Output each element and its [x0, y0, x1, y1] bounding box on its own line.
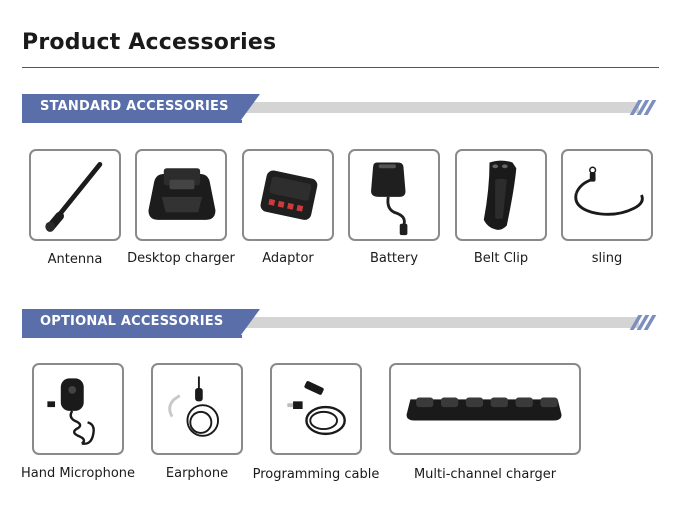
battery-label: Battery — [369, 251, 419, 266]
usb-cable-icon — [287, 381, 346, 436]
hand-microphone-label: Hand Microphone — [20, 466, 136, 481]
antenna-card[interactable] — [29, 149, 121, 241]
banner-bar — [232, 317, 639, 328]
banner-bar — [232, 102, 639, 113]
belt-clip-icon — [483, 160, 517, 230]
standard-accessories-banner: STANDARD ACCESSORIES — [22, 94, 659, 124]
hand-microphone-card[interactable] — [32, 363, 124, 455]
banner-tab-edge — [22, 335, 242, 338]
sling-card[interactable] — [561, 149, 653, 241]
battery-pack-icon — [260, 170, 318, 220]
standard-accessories-heading: STANDARD ACCESSORIES — [40, 99, 229, 114]
battery-card[interactable] — [348, 149, 440, 241]
optional-accessories-banner: OPTIONAL ACCESSORIES — [22, 309, 659, 339]
desktop-charger-icon — [148, 168, 216, 220]
antenna-icon — [45, 162, 103, 232]
programming-cable-label: Programming cable — [252, 467, 380, 482]
adaptor-label: Adaptor — [262, 251, 314, 266]
banner-tab — [22, 94, 260, 120]
earphone-card[interactable] — [151, 363, 243, 455]
banner-tab — [22, 309, 260, 335]
desktop-charger-card[interactable] — [135, 149, 227, 241]
optional-accessories-heading: OPTIONAL ACCESSORIES — [40, 314, 224, 329]
title-divider — [22, 67, 659, 68]
lanyard-icon — [574, 166, 644, 216]
banner-tab-edge — [22, 120, 242, 123]
belt-clip-label: Belt Clip — [473, 251, 529, 266]
page-title: Product Accessories — [22, 30, 277, 55]
multi-channel-charger-label: Multi-channel charger — [413, 467, 557, 482]
earphone-icon — [168, 376, 219, 437]
desktop-charger-label: Desktop charger — [127, 251, 235, 266]
belt-clip-card[interactable] — [455, 149, 547, 241]
earphone-label: Earphone — [165, 466, 229, 481]
sling-label: sling — [591, 251, 623, 266]
multi-channel-charger-card[interactable] — [389, 363, 581, 455]
hand-microphone-icon — [47, 378, 95, 445]
adaptor-card[interactable] — [242, 149, 334, 241]
power-adapter-icon — [371, 162, 408, 236]
multi-charger-icon — [406, 397, 562, 421]
antenna-label: Antenna — [47, 252, 103, 267]
programming-cable-card[interactable] — [270, 363, 362, 455]
